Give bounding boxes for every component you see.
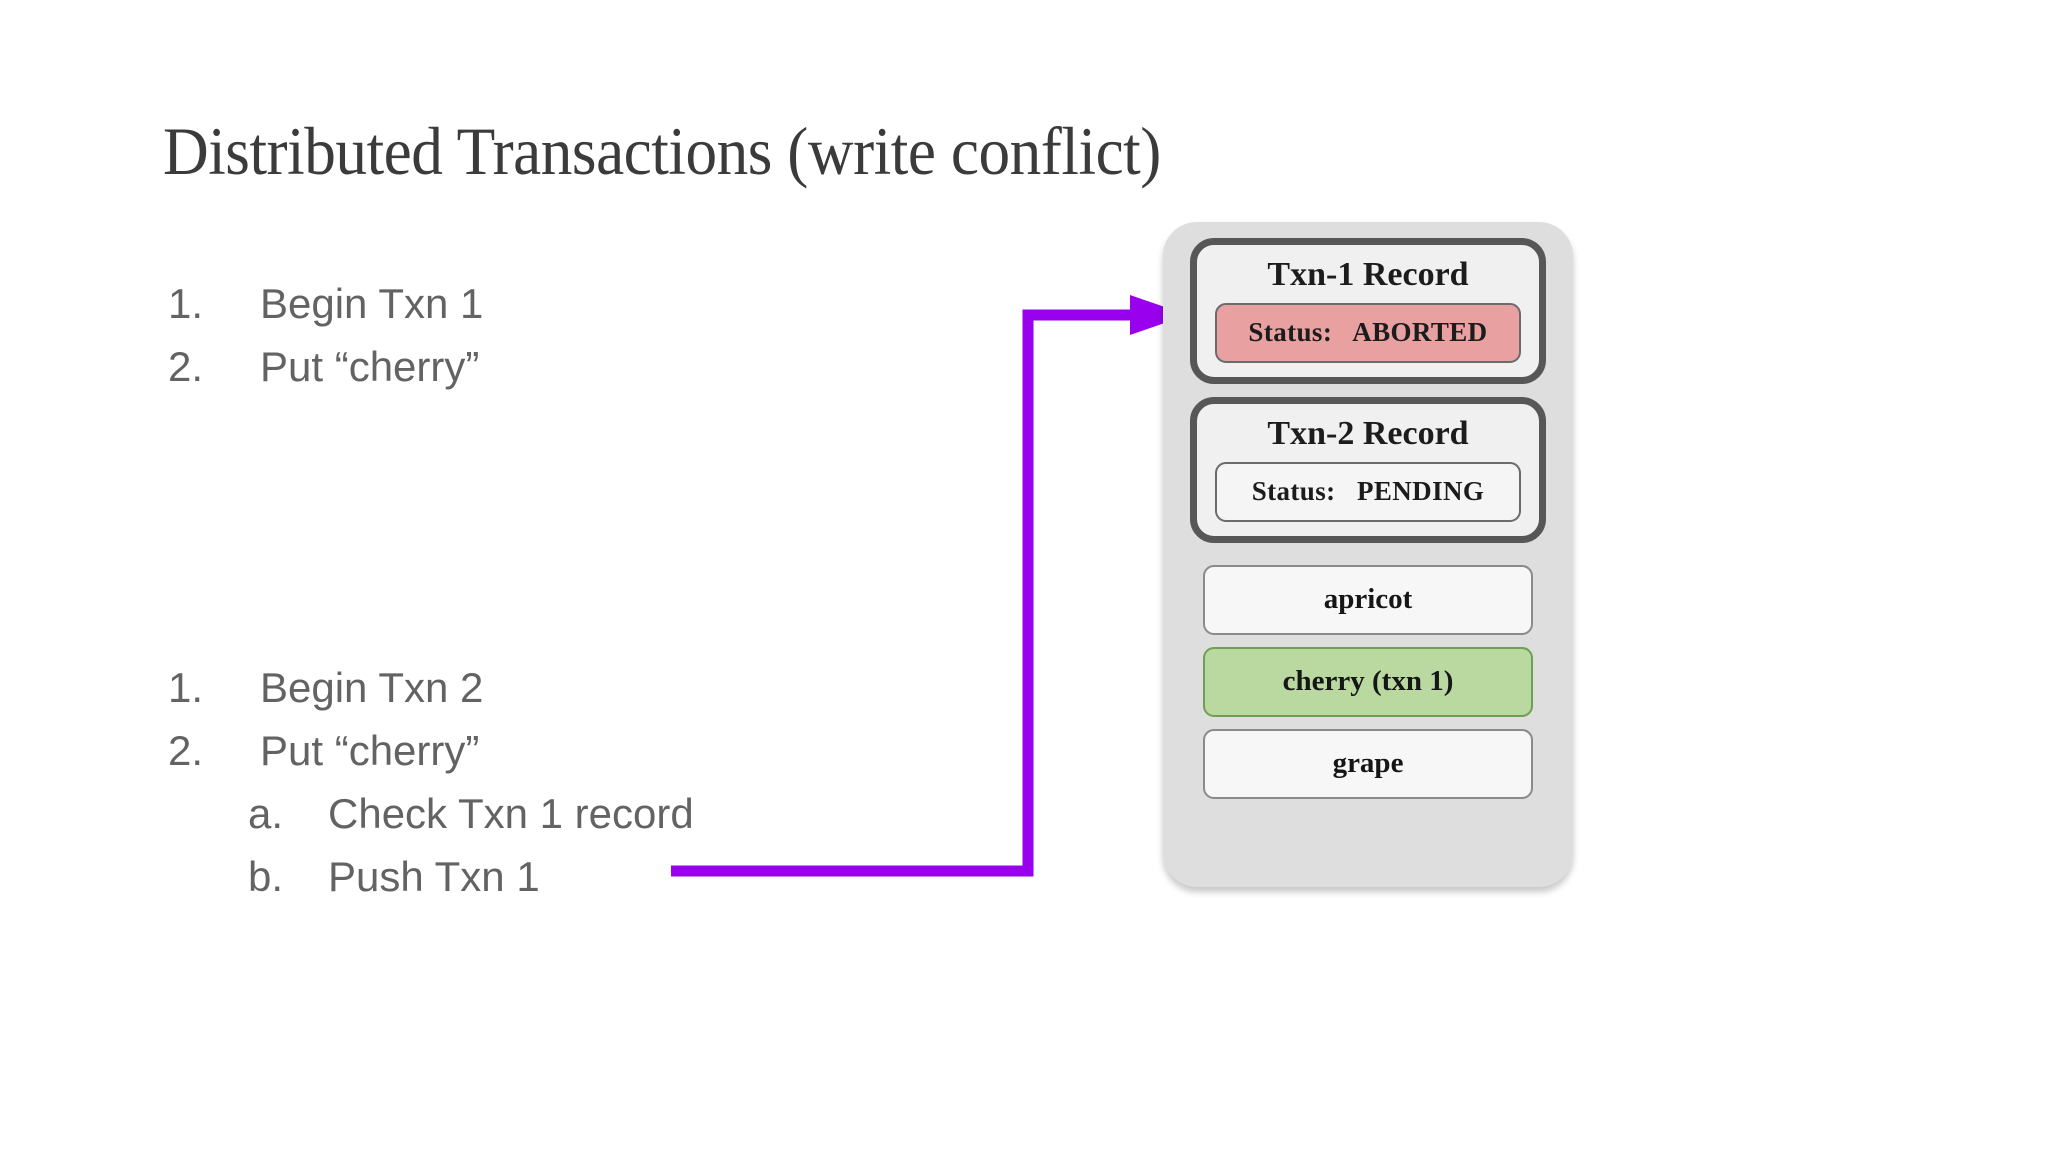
txn-2-record-card: Txn-2 Record Status: PENDING: [1190, 397, 1546, 543]
list-item: 2. Put “cherry”: [168, 719, 694, 782]
list-item-sub: a. Check Txn 1 record: [168, 782, 694, 845]
txn1-step-list: 1. Begin Txn 1 2. Put “cherry”: [168, 272, 483, 398]
status-label: Status:: [1251, 476, 1336, 506]
status-label: Status:: [1248, 317, 1333, 347]
list-marker: 1.: [168, 280, 204, 327]
list-marker: 1.: [168, 664, 204, 711]
list-item-sub: b. Push Txn 1: [168, 845, 694, 908]
list-text: Put “cherry”: [260, 727, 480, 774]
list-marker: 2.: [168, 727, 204, 774]
txn-2-status-badge: Status: PENDING: [1215, 462, 1521, 522]
txn-1-status-badge: Status: ABORTED: [1215, 303, 1521, 363]
transaction-store-panel: Txn-1 Record Status: ABORTED Txn-2 Recor…: [1163, 222, 1573, 887]
list-text: Check Txn 1 record: [328, 790, 694, 837]
list-marker: 2.: [168, 343, 204, 390]
key-value-rows: apricot cherry (txn 1) grape: [1177, 565, 1559, 799]
list-item: 2. Put “cherry”: [168, 335, 483, 398]
kv-row-grape: grape: [1203, 729, 1533, 799]
txn2-step-list: 1. Begin Txn 2 2. Put “cherry” a. Check …: [168, 656, 694, 908]
push-txn-1-arrow: [671, 295, 1188, 877]
list-item: 1. Begin Txn 1: [168, 272, 483, 335]
status-value: PENDING: [1356, 476, 1485, 506]
txn-1-record-card: Txn-1 Record Status: ABORTED: [1190, 238, 1546, 384]
page-title: Distributed Transactions (write conflict…: [163, 113, 1161, 189]
list-text: Begin Txn 2: [260, 664, 484, 711]
status-value: ABORTED: [1352, 317, 1488, 347]
list-text: Put “cherry”: [260, 343, 480, 390]
list-marker: a.: [248, 790, 284, 837]
arrow-path: [671, 309, 1138, 877]
kv-row-cherry: cherry (txn 1): [1203, 647, 1533, 717]
kv-row-apricot: apricot: [1203, 565, 1533, 635]
list-item: 1. Begin Txn 2: [168, 656, 694, 719]
txn-1-record-title: Txn-1 Record: [1267, 256, 1469, 293]
txn-2-record-title: Txn-2 Record: [1267, 415, 1469, 452]
list-marker: b.: [248, 853, 284, 900]
list-text: Begin Txn 1: [260, 280, 484, 327]
list-text: Push Txn 1: [328, 853, 540, 900]
